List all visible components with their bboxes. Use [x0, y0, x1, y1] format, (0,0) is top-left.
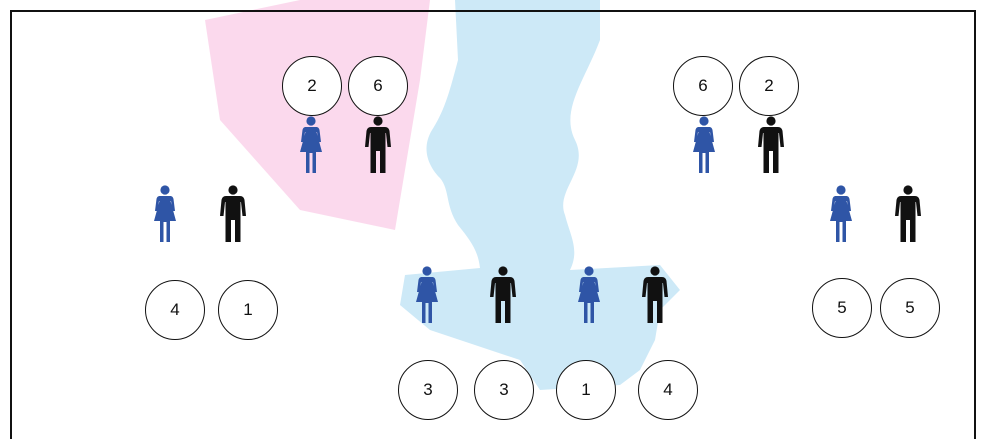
female-person-icon [414, 266, 440, 324]
value-circle-top-left-female: 2 [282, 56, 342, 116]
value-circle-top-left-male: 6 [348, 56, 408, 116]
male-person-icon [642, 266, 668, 324]
light-blue-watermark-shape [400, 0, 680, 390]
male-person-icon [895, 185, 921, 243]
value-circle-bottom-male-2: 4 [638, 360, 698, 420]
value-circle-top-right-female: 6 [673, 56, 733, 116]
value-circle-bottom-female-2: 1 [556, 360, 616, 420]
female-person-icon [152, 185, 178, 243]
male-person-icon [490, 266, 516, 324]
male-person-icon [220, 185, 246, 243]
value-circle-bottom-female-1: 3 [398, 360, 458, 420]
value-circle-middle-left-male: 1 [218, 280, 278, 340]
diagram-frame [10, 10, 976, 439]
female-person-icon [298, 116, 324, 174]
value-circle-top-right-male: 2 [739, 56, 799, 116]
value-circle-middle-right-female: 5 [812, 278, 872, 338]
female-person-icon [576, 266, 602, 324]
value-circle-middle-left-female: 4 [145, 280, 205, 340]
male-person-icon [365, 116, 391, 174]
male-person-icon [758, 116, 784, 174]
female-person-icon [828, 185, 854, 243]
female-person-icon [691, 116, 717, 174]
value-circle-bottom-male-1: 3 [474, 360, 534, 420]
value-circle-middle-right-male: 5 [880, 278, 940, 338]
